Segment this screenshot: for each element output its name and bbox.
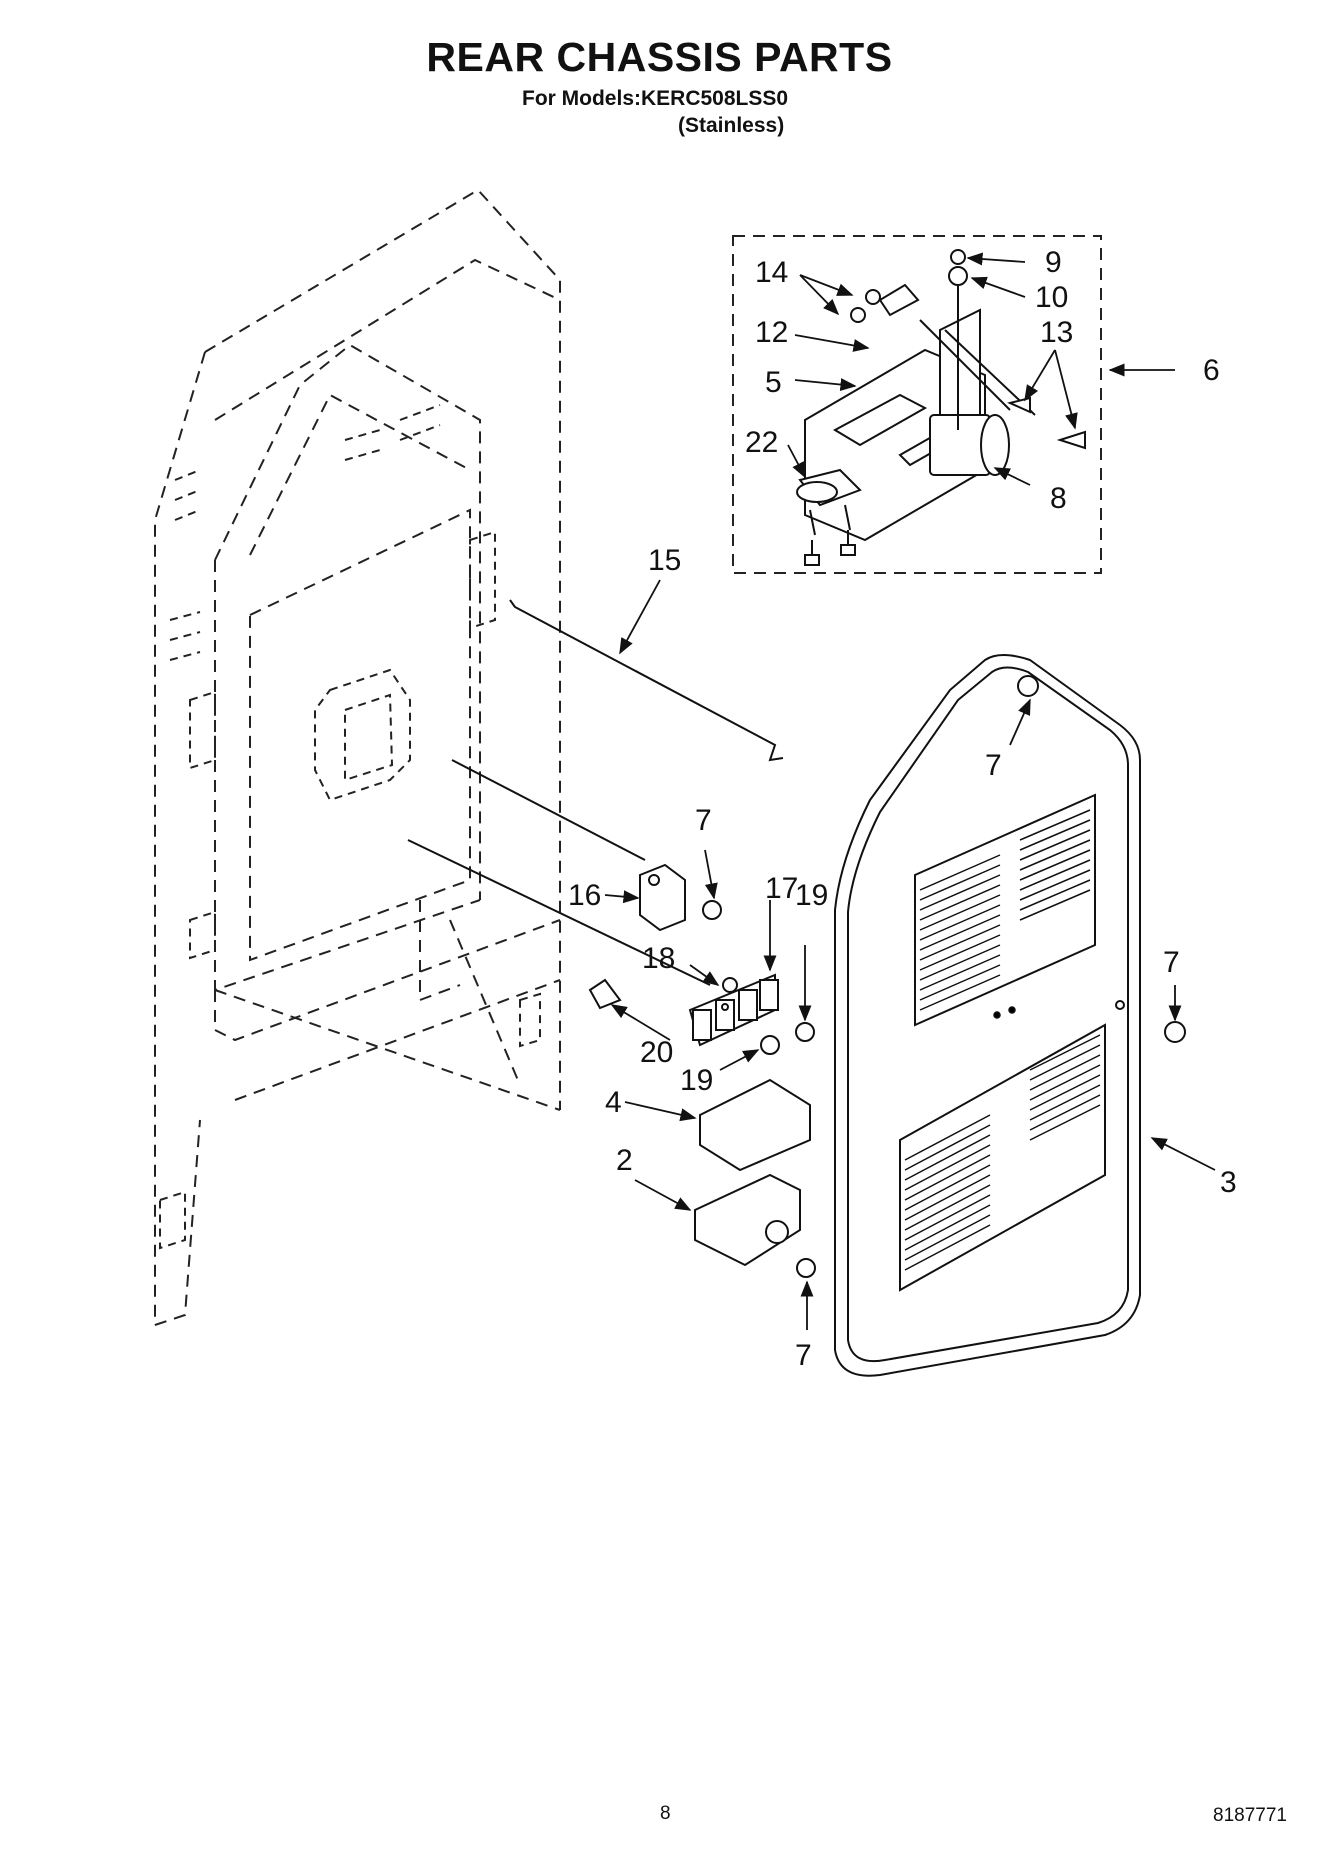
small-parts (588, 675, 1186, 1278)
range-body-outline (154, 188, 561, 1326)
callout-17: 17 (765, 872, 798, 905)
callout-14: 14 (755, 256, 788, 289)
callout-15: 15 (648, 544, 681, 577)
callout-labels: 14 9 10 12 13 5 6 22 8 15 7 7 16 17 19 1… (568, 246, 1237, 1372)
callout-12: 12 (755, 316, 788, 349)
callout-8: 8 (1050, 482, 1067, 515)
document-number: 8187771 (1213, 1805, 1287, 1826)
page-number: 8 (660, 1803, 671, 1824)
callout-6: 6 (1203, 354, 1220, 387)
callout-5: 5 (765, 366, 782, 399)
callout-7-bottom: 7 (795, 1339, 812, 1372)
callout-13: 13 (1040, 316, 1073, 349)
callout-2: 2 (616, 1144, 633, 1177)
finish-line: (Stainless) (678, 114, 785, 137)
callout-18: 18 (642, 942, 675, 975)
models-line: For Models:KERC508LSS0 (522, 87, 789, 110)
callout-16: 16 (568, 879, 601, 912)
rear-panel-vents (904, 809, 1101, 1271)
callout-3: 3 (1220, 1166, 1237, 1199)
callout-10: 10 (1035, 281, 1068, 314)
range-vent-slots (159, 404, 541, 1250)
callout-22: 22 (745, 426, 778, 459)
bracket-assembly-frame (732, 235, 1102, 574)
leader-arrows (604, 252, 1216, 1330)
rod-and-wires (407, 599, 784, 986)
callout-7-left: 7 (695, 804, 712, 837)
bracket-assembly-drawing (796, 249, 1086, 566)
callout-4: 4 (605, 1086, 622, 1119)
callout-19-lower: 19 (680, 1064, 713, 1097)
callout-9: 9 (1045, 246, 1062, 279)
callout-20: 20 (640, 1036, 673, 1069)
page-title: REAR CHASSIS PARTS (426, 34, 893, 80)
callout-19-upper: 19 (795, 879, 828, 912)
callout-7-top: 7 (985, 749, 1002, 782)
rear-panel-drawing (834, 654, 1141, 1377)
callout-7-right: 7 (1163, 946, 1180, 979)
